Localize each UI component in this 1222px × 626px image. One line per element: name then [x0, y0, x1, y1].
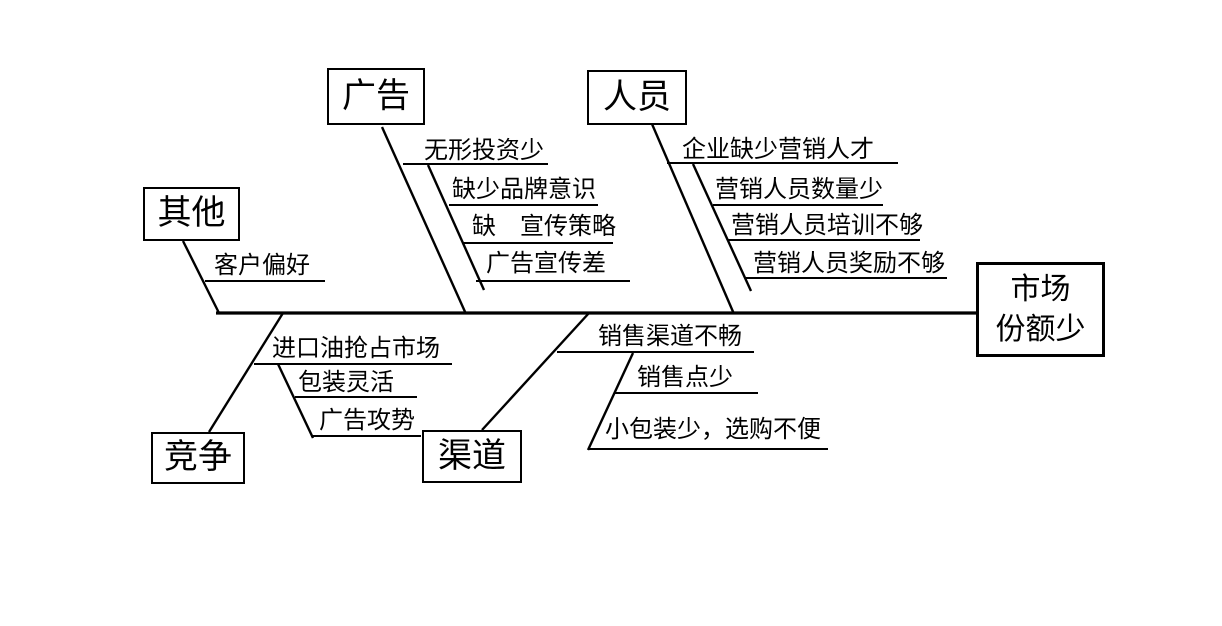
cause-label-advertising-4: 广告宣传差 — [486, 251, 606, 277]
subbranch-line-advertising — [426, 164, 486, 291]
category-label-personnel: 人员 — [603, 78, 671, 116]
category-box-other: 其他 — [143, 187, 240, 241]
category-label-channel: 渠道 — [438, 437, 506, 475]
cause-label-channel-2: 销售点少 — [637, 365, 733, 391]
subbranch-line-competition — [276, 363, 315, 439]
category-box-personnel: 人员 — [587, 70, 687, 125]
branch-line-competition — [207, 312, 285, 433]
cause-label-competition-2: 包装灵活 — [298, 370, 394, 396]
cause-label-advertising-2: 缺少品牌意识 — [452, 177, 596, 203]
category-label-competition: 竞争 — [164, 439, 232, 476]
cause-label-channel-3: 小包装少，选购不便 — [605, 417, 821, 443]
effect-box: 市场 份额少 — [976, 262, 1105, 357]
cause-label-competition-3: 广告攻势 — [319, 408, 415, 434]
category-box-channel: 渠道 — [422, 430, 522, 483]
effect-label-line2: 份额少 — [995, 312, 1086, 346]
branch-line-advertising — [380, 126, 468, 315]
branch-line-channel — [481, 312, 590, 431]
subbranch-line-personnel — [691, 163, 753, 292]
cause-label-personnel-3: 营销人员培训不够 — [731, 213, 923, 239]
cause-label-advertising-1: 无形投资少 — [424, 138, 544, 164]
cause-label-personnel-2: 营销人员数量少 — [715, 177, 883, 203]
cause-label-other-1: 客户偏好 — [214, 253, 310, 279]
cause-label-personnel-1: 企业缺少营销人才 — [682, 137, 874, 163]
cause-label-channel-1: 销售渠道不畅 — [598, 324, 742, 350]
category-label-advertising: 广告 — [342, 77, 410, 115]
category-box-advertising: 广告 — [327, 68, 425, 125]
cause-label-advertising-3: 缺 宣传策略 — [472, 214, 616, 240]
category-label-other: 其他 — [157, 195, 226, 232]
effect-label-line1: 市场 — [1010, 272, 1071, 306]
subbranch-line-channel — [586, 352, 635, 451]
branch-line-other — [181, 240, 221, 314]
branch-line-personnel — [650, 123, 736, 315]
category-box-competition: 竞争 — [151, 432, 245, 484]
cause-label-competition-1: 进口油抢占市场 — [272, 336, 440, 362]
cause-label-personnel-4: 营销人员奖励不够 — [753, 251, 945, 277]
